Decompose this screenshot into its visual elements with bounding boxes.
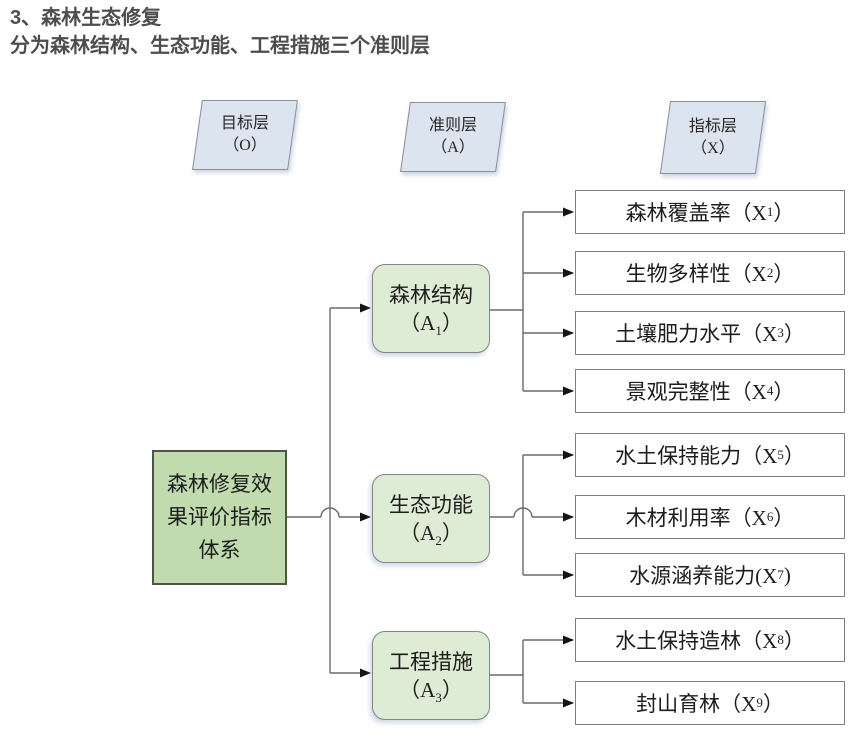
page-heading: 3、森林生态修复 分为森林结构、生态功能、工程措施三个准则层 bbox=[10, 4, 430, 60]
criteria-a3-label: 工程措施 bbox=[389, 649, 473, 674]
page-subtitle: 分为森林结构、生态功能、工程措施三个准则层 bbox=[10, 35, 430, 57]
layer-indicator-name: 指标层 bbox=[688, 117, 737, 135]
goal-box: 森林修复效果评价指标体系 bbox=[152, 450, 287, 585]
layer-header-indicator: 指标层 （X） bbox=[659, 101, 767, 174]
criteria-a1-code: （A1） bbox=[399, 310, 463, 338]
layer-criteria-code: （A） bbox=[431, 139, 475, 156]
criteria-box-a3: 工程措施 （A3） bbox=[372, 631, 490, 720]
criteria-box-a2: 生态功能 （A2） bbox=[372, 474, 490, 563]
layer-header-goal: 目标层 （O） bbox=[192, 100, 298, 170]
connector-hop-right bbox=[513, 507, 533, 518]
layer-goal-name: 目标层 bbox=[220, 115, 269, 132]
criteria-a2-code: （A2） bbox=[399, 520, 463, 548]
criteria-a1-label: 森林结构 bbox=[389, 282, 473, 307]
layer-header-criteria: 准则层 （A） bbox=[400, 102, 506, 172]
goal-label: 森林修复效果评价指标体系 bbox=[167, 472, 272, 562]
layer-goal-code: （O） bbox=[223, 137, 267, 154]
page-title: 3、森林生态修复 bbox=[10, 7, 162, 29]
layer-indicator-code: （X） bbox=[691, 139, 735, 157]
criteria-a3-code: （A3） bbox=[399, 677, 463, 705]
layer-criteria-name: 准则层 bbox=[428, 117, 477, 134]
connector-hop-left bbox=[320, 507, 340, 518]
criteria-a2-label: 生态功能 bbox=[389, 492, 473, 517]
criteria-box-a1: 森林结构 （A1） bbox=[372, 264, 490, 353]
